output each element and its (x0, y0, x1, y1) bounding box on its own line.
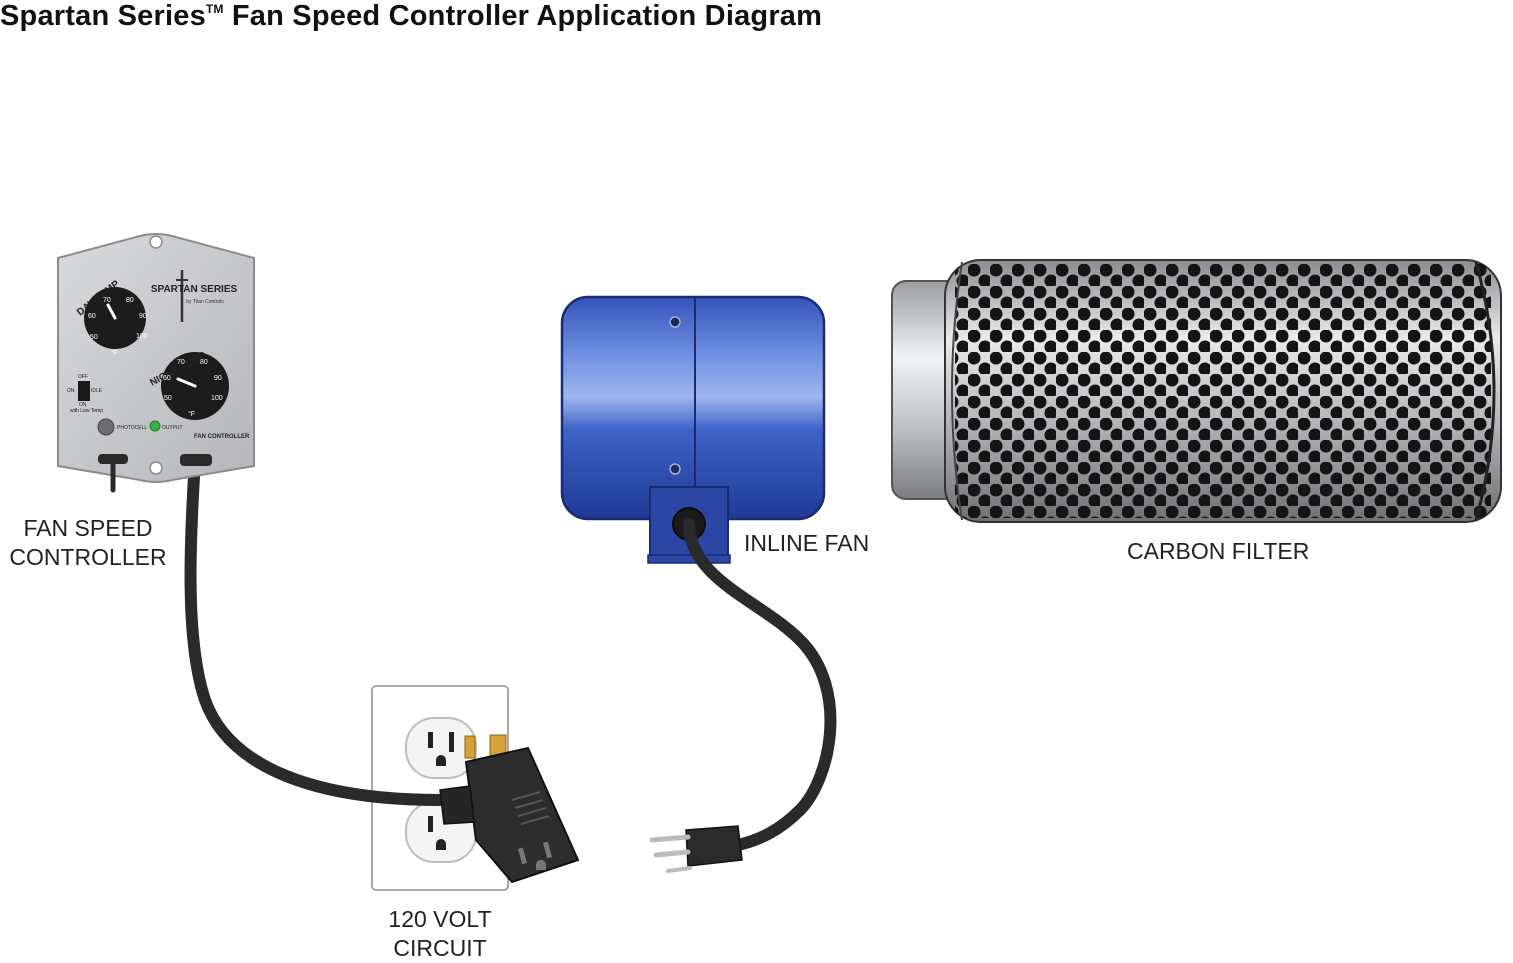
switch-on2-label: ON (79, 402, 87, 408)
label-inline-fan: INLINE FAN (744, 530, 870, 556)
fan-body (560, 295, 826, 521)
label-120-volt-circuit: 120 VOLT CIRCUIT (370, 905, 510, 963)
fan-screw-bottom (669, 463, 681, 475)
day-tick-100: 100 (136, 333, 148, 340)
night-tick-60: 60 (163, 375, 171, 382)
day-unit: °F (111, 349, 118, 357)
night-tick-80: 80 (200, 359, 208, 366)
photocell-label: PHOTOCELL (117, 425, 147, 431)
label-fan-speed-controller: FAN SPEED CONTROLLER (0, 514, 176, 572)
controller-brand: SPARTAN SERIES (151, 284, 238, 295)
inline-fan (560, 295, 826, 564)
day-tick-80: 80 (126, 297, 134, 304)
label-circuit-line1: 120 VOLT (388, 906, 492, 932)
night-tick-50: 50 (164, 395, 172, 402)
fan-power-cord (683, 518, 837, 851)
fan-speed-controller: SPARTAN SERIES by Titan Controls DAY TEM… (57, 233, 255, 493)
fan-screw-top (669, 316, 681, 328)
mount-hole-top (149, 235, 163, 249)
carbon-filter (891, 259, 1502, 523)
controller-cord-stub-left (98, 454, 128, 464)
night-unit: °F (188, 410, 195, 418)
switch-low-label: with Low Temp (70, 408, 103, 414)
day-tick-90: 90 (139, 313, 147, 320)
label-controller-line2: CONTROLLER (9, 544, 167, 570)
trademark-mark: TM (205, 2, 224, 16)
controller-brand-sub: by Titan Controls (186, 299, 224, 305)
fan-plug (649, 825, 743, 873)
day-tick-60: 60 (88, 313, 96, 320)
night-tick-100: 100 (211, 395, 223, 402)
piggyback-plug (439, 734, 580, 884)
outlet-receptacle-top (405, 717, 477, 779)
output-led (149, 420, 161, 432)
mode-switch (78, 381, 90, 401)
night-tick-70: 70 (177, 359, 185, 366)
diagram-title: Spartan SeriesTM Fan Speed Controller Ap… (0, 0, 822, 33)
title-main: Spartan Series (0, 0, 206, 32)
switch-on-label: ON (67, 388, 75, 394)
label-circuit-line2: CIRCUIT (393, 935, 487, 961)
label-carbon-filter: CARBON FILTER (1127, 538, 1310, 564)
controller-cord-stub-right (180, 454, 212, 466)
switch-off-label: OFF (78, 374, 88, 380)
day-tick-70: 70 (103, 297, 111, 304)
title-rest: Fan Speed Controller Application Diagram (223, 0, 823, 32)
night-tick-90: 90 (214, 375, 222, 382)
filter-perforation (955, 264, 1491, 518)
controller-power-cord (184, 454, 446, 806)
controller-model-label: FAN CONTROLLER (194, 434, 250, 440)
output-label: OUTPUT (162, 425, 183, 431)
switch-idle-label: IDLE (91, 388, 103, 394)
day-tick-50: 50 (90, 334, 98, 341)
photocell-sensor (97, 418, 115, 436)
controller-body (57, 233, 255, 483)
label-controller-line1: FAN SPEED (23, 515, 153, 541)
mount-hole-bottom (149, 461, 163, 475)
